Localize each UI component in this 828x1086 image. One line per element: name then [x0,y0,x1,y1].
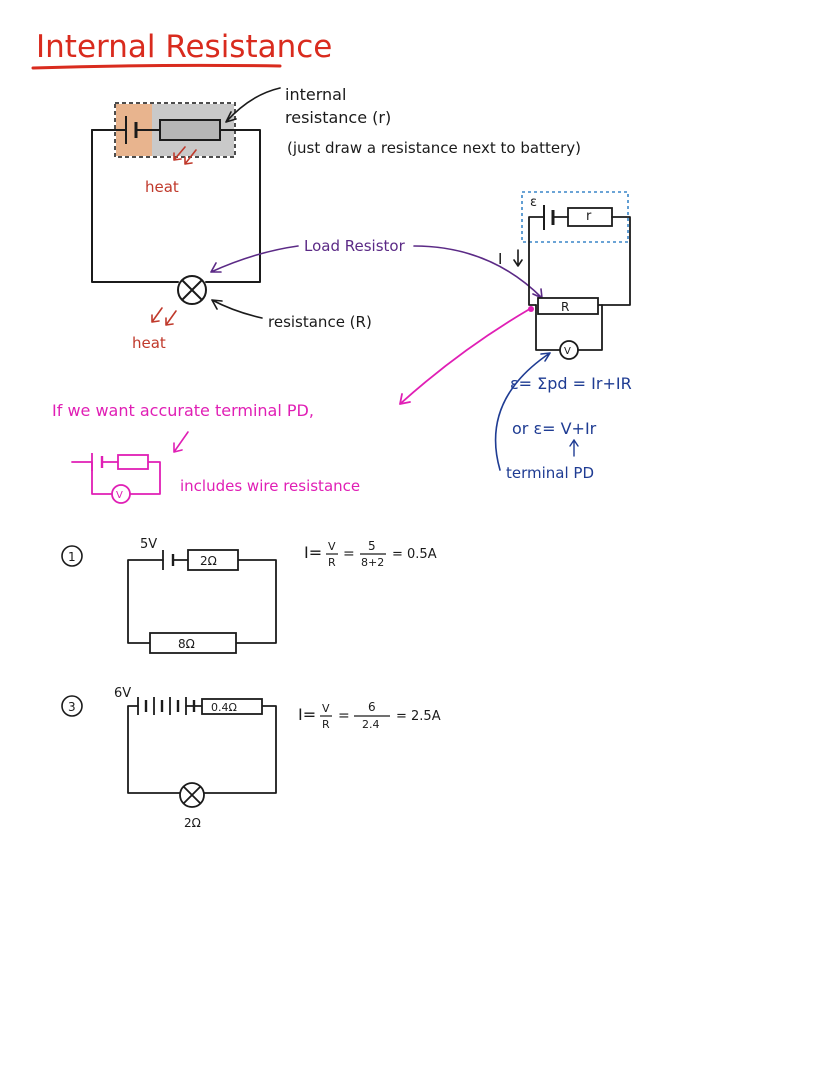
magenta-note-text: If we want accurate terminal PD, [52,401,314,420]
eq1-den: 8+2 [361,556,384,569]
eq3-left: I= [298,705,316,724]
terminal-arrow [494,352,551,471]
internal-note: (just draw a resistance next to battery) [287,139,581,157]
magenta-dot [528,306,534,312]
heat-label-bottom: heat [132,334,166,352]
example1-circle [61,545,83,567]
heat-arrow-icon [165,310,177,326]
eq3-num: 6 [368,700,376,714]
heat-label-top: heat [145,178,179,196]
magenta-small-arrow [173,431,189,453]
example3-equation: I= V R = 6 2.4 = 2.5A [298,700,441,731]
example3-circle [61,695,83,717]
example1-circuit [127,549,277,654]
example1-voltage: 5V [140,537,157,552]
example1-equation: I= V R = 5 8+2 = 0.5A [304,539,437,569]
magenta-voltmeter-label: V [116,490,123,501]
voltmeter-label: V [564,346,571,357]
internal-resistance-arrow [225,87,281,123]
eq1-left: I= [304,543,322,562]
page-title: Internal Resistance [36,29,332,65]
eq3-r: R [322,718,330,731]
load-resistor-label: Load Resistor [304,237,406,255]
example1-number: 1 [68,550,76,564]
magenta-circuit [71,453,161,504]
terminal-arrow-icon [569,439,579,457]
example3-wire [127,705,277,794]
example3-number: 3 [68,700,76,714]
magenta-voltmeter-icon [111,484,131,504]
eq3-v: V [322,702,330,715]
terminal-pd-label: terminal PD [506,464,594,482]
magenta-wire [71,461,161,495]
wire-right-left [528,216,545,306]
heat-arrow-icon [184,149,197,165]
heat-arrow-icon [151,307,163,323]
example3-voltage: 6V [114,686,131,701]
internal-resistor [159,119,221,141]
magenta-arrow [399,309,529,405]
lamp-cross [181,279,203,301]
example3-lamp-r: 2Ω [184,816,201,830]
load-resistor-R [537,297,599,315]
heat-arrow-icon [173,146,186,161]
example1-wire [127,559,277,644]
load-arrow-left [210,245,299,273]
internal-label-line2: resistance (r) [285,108,391,127]
R-label: R [561,300,569,314]
example3-internal-r: 0.4Ω [211,701,237,714]
eq3-eq: = [338,708,350,724]
example3-circuit [127,697,277,808]
emf-equation-alt: or ε= V+Ir [512,419,597,438]
example1-internal-r: 2Ω [200,554,217,568]
eq3-den: 2.4 [362,718,380,731]
voltmeter-icon [559,340,579,360]
eq1-v: V [328,540,336,553]
eq1-eq: = [343,546,355,562]
example3-internal-resistor [201,698,263,715]
eq3-result: = 2.5A [396,709,441,724]
load-arrow-right [413,245,543,299]
r-label: r [586,209,592,224]
current-label: I [498,250,502,268]
top-circuit: heat heat [91,87,281,352]
wire-resistance-note: includes wire resistance [180,477,360,495]
current-arrow-icon [513,249,523,267]
eq1-result: = 0.5A [392,547,437,562]
lamp-resistance-label: resistance (R) [268,313,372,331]
right-circuit [513,191,631,360]
emf-equation: ε= Σpd = Ir+IR [510,374,632,393]
magenta-resistor [117,454,149,470]
example1-load-r: 8Ω [178,637,195,651]
wire-left [91,129,179,283]
wire-right-top [552,216,631,306]
example1-load-resistor [149,632,237,654]
eq1-num: 5 [368,539,376,553]
example1-internal-resistor [187,549,239,571]
eq1-r: R [328,556,336,569]
emf-symbol: ε [530,195,537,210]
title-underline [31,63,282,70]
voltmeter-wire [535,304,603,351]
example3-lamp-cross [183,786,201,804]
wire-right [205,129,261,283]
lamp-resistance-arrow [211,299,263,319]
internal-label-line1: internal [285,85,346,104]
